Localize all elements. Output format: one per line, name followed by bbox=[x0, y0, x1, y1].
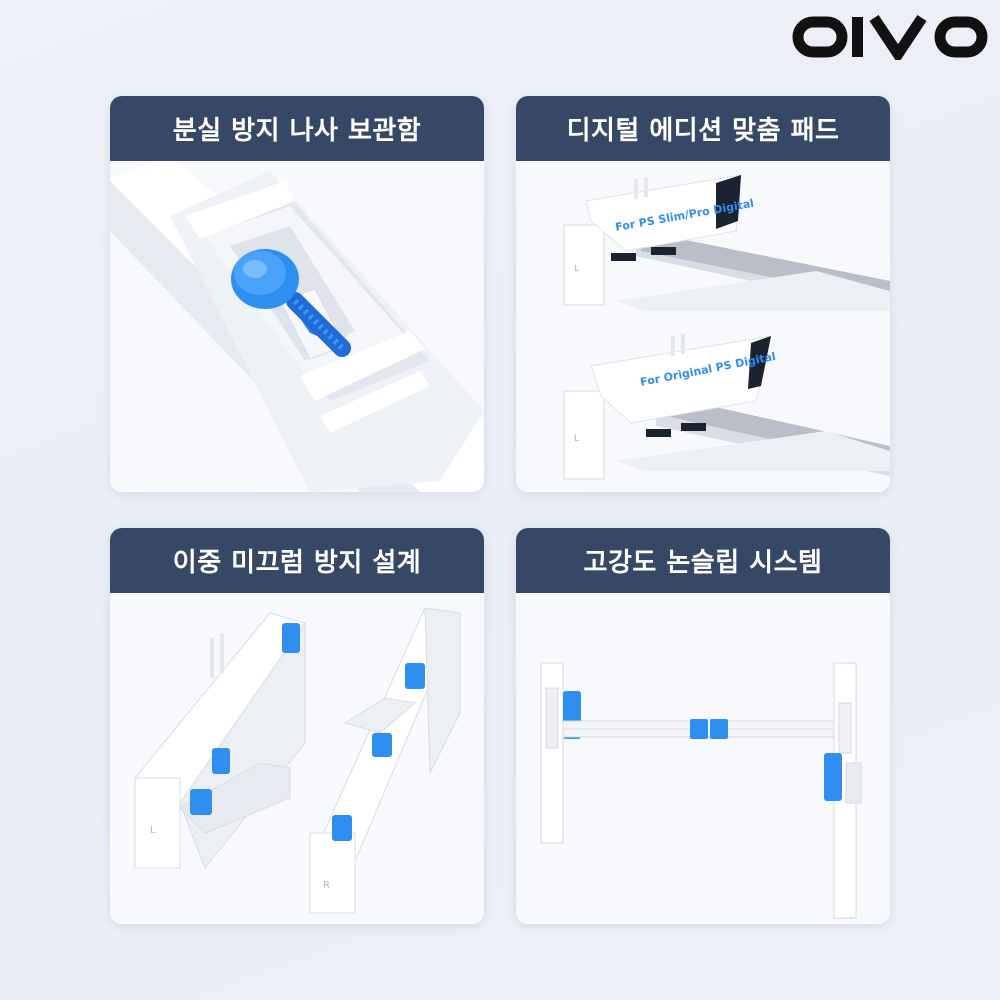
nonslip-system-image bbox=[516, 593, 890, 924]
svg-text:L: L bbox=[574, 264, 579, 274]
card-title: 고강도 논슬립 시스템 bbox=[516, 528, 890, 593]
left-stand-piece: L bbox=[134, 612, 306, 869]
original-digital-pad: L For Original PS Digital bbox=[563, 334, 890, 480]
right-stand-piece: R bbox=[309, 607, 461, 914]
side-label-r: R bbox=[323, 880, 330, 891]
anti-slip-pad bbox=[710, 719, 728, 739]
feature-card-nonslip-system: 고강도 논슬립 시스템 bbox=[516, 528, 890, 924]
anti-slip-pad bbox=[824, 753, 842, 801]
anti-slip-pad bbox=[372, 733, 392, 757]
thumb-screw-icon bbox=[231, 249, 351, 357]
anti-slip-pad bbox=[212, 748, 230, 774]
digital-pad-image: L For PS Slim/Pro Digital L F bbox=[516, 161, 890, 492]
anti-slip-pad bbox=[405, 663, 425, 689]
oivo-logo bbox=[792, 14, 988, 60]
anti-slip-pad bbox=[332, 815, 352, 841]
feature-card-screw-storage: 분실 방지 나사 보관함 bbox=[110, 96, 484, 492]
card-title: 분실 방지 나사 보관함 bbox=[110, 96, 484, 161]
anti-slip-pad bbox=[690, 719, 708, 739]
card-title: 이중 미끄럼 방지 설계 bbox=[110, 528, 484, 593]
feature-card-digital-pad: 디지털 에디션 맞춤 패드 L For PS Slim/Pro Digital bbox=[516, 96, 890, 492]
side-label-l: L bbox=[150, 825, 156, 836]
card-title: 디지털 에디션 맞춤 패드 bbox=[516, 96, 890, 161]
slim-pro-digital-pad: L For PS Slim/Pro Digital bbox=[563, 174, 890, 311]
dual-anti-slip-image: L R bbox=[110, 593, 484, 924]
svg-text:L: L bbox=[574, 434, 579, 444]
screw-storage-image bbox=[110, 161, 484, 492]
anti-slip-pad bbox=[282, 623, 300, 653]
anti-slip-pad bbox=[190, 789, 212, 815]
feature-card-dual-anti-slip: 이중 미끄럼 방지 설계 L R bbox=[110, 528, 484, 924]
